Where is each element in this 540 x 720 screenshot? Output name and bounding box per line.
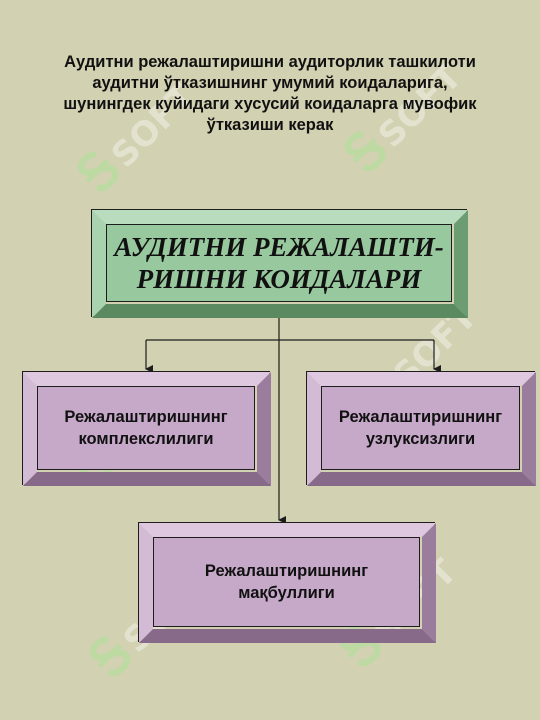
continuity-box: Режалаштиришнинг узлуксизлиги [306,371,536,486]
optimality-label: Режалаштиришнинг мақбуллиги [153,537,420,627]
main-box-bevel [92,210,468,318]
complexity-box: Режалаштиришнинг комплекслилиги [22,371,271,486]
box-bevel [23,372,271,486]
intro-line: аудитни ўтказишнинг умумий коидаларига, [92,74,448,92]
complexity-label: Режалаштиришнинг комплекслилиги [37,386,255,470]
box-bevel [307,372,536,486]
main-box-line: РИШНИ КОИДАЛАРИ [136,264,422,294]
box-bevel [139,523,436,643]
box-line: Режалаштиришнинг [338,408,503,426]
main-box-line: АУДИТНИ РЕЖАЛАШТИ- [114,232,444,262]
continuity-label: Режалаштиришнинг узлуксизлиги [321,386,520,470]
box-line: узлуксизлиги [365,430,476,448]
box-line: комплекслилиги [78,430,214,448]
intro-line: Аудитни режалаштиришни аудиторлик ташкил… [64,53,476,71]
box-line: мақбуллиги [238,584,335,602]
intro-line: шунингдек куйидаги хусусий коидаларга му… [63,95,477,113]
box-line: Режалаштиришнинг [204,562,369,580]
main-rules-box: АУДИТНИ РЕЖАЛАШТИ- РИШНИ КОИДАЛАРИ [91,209,468,318]
intro-line: ўтказиши керак [206,116,334,134]
optimality-box: Режалаштиришнинг мақбуллиги [138,522,436,643]
box-line: Режалаштиришнинг [64,408,228,426]
main-box-title: АУДИТНИ РЕЖАЛАШТИ- РИШНИ КОИДАЛАРИ [106,224,452,302]
intro-text: Аудитни режалаштиришни аудиторлик ташкил… [0,52,540,136]
